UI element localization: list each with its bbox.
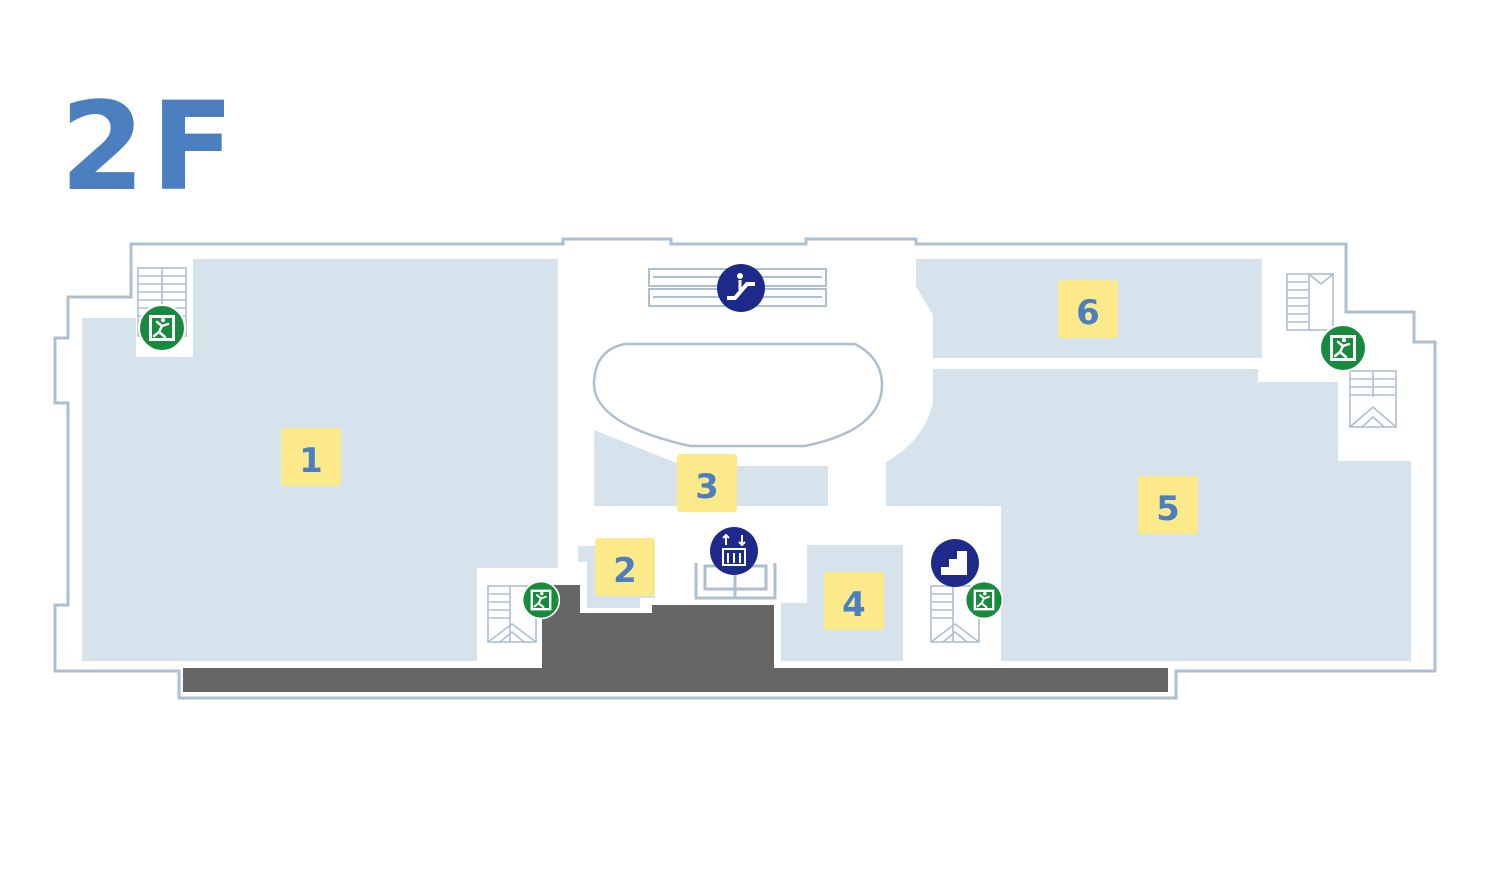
elevator-icon (710, 527, 758, 575)
unit-badge-1[interactable]: 1 (281, 428, 341, 486)
unit-number-3: 3 (695, 467, 719, 507)
stairs-icon (931, 539, 979, 587)
emergency-exit-icon (521, 580, 561, 620)
escalator-icon (717, 264, 765, 312)
terrace-area (183, 585, 1168, 692)
unit-badges: 1 2 3 4 5 6 (281, 280, 1198, 630)
stairwells (137, 267, 1397, 643)
emergency-exit-icon (964, 580, 1004, 620)
unit-badge-6[interactable]: 6 (1058, 280, 1118, 338)
unit-number-4: 4 (842, 585, 866, 625)
unit-badge-5[interactable]: 5 (1138, 476, 1198, 534)
atrium-void (592, 342, 884, 448)
unit-badge-2[interactable]: 2 (595, 538, 655, 596)
stairwell-northeast-1 (1286, 273, 1334, 331)
unit-badge-4[interactable]: 4 (824, 572, 884, 630)
unit-number-6: 6 (1076, 293, 1100, 333)
unit-badge-3[interactable]: 3 (677, 454, 737, 512)
unit-number-5: 5 (1156, 489, 1180, 529)
emergency-exit-icon (137, 303, 187, 353)
floor-label: 2F (60, 76, 241, 218)
unit-number-2: 2 (613, 551, 637, 591)
emergency-exit-icon (1318, 323, 1368, 373)
stairwell-northeast-2 (1349, 370, 1397, 428)
unit-number-1: 1 (299, 441, 323, 481)
